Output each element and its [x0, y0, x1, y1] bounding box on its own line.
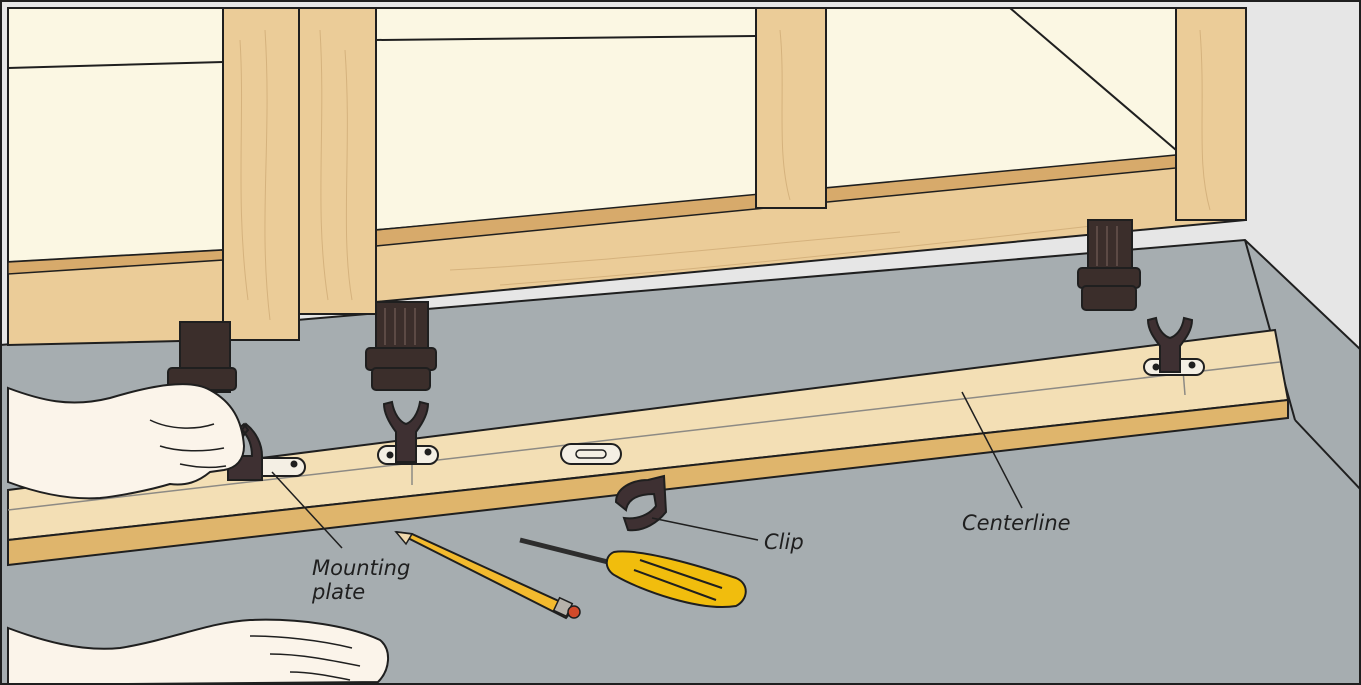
stile-center [756, 8, 826, 208]
pencil-eraser [568, 606, 580, 618]
leg-foot-right [1082, 286, 1136, 310]
cabinet-interior-middle [376, 8, 756, 230]
leveling-leg-icon [1078, 220, 1140, 310]
mounting-plate-loose [561, 444, 621, 464]
stile-right [1176, 8, 1246, 220]
mounting-plate-label-line1: Mounting [312, 556, 410, 580]
centerline-label: Centerline [962, 511, 1071, 535]
plate-hole [1189, 362, 1196, 369]
leg-foot-center [372, 368, 430, 390]
leg-body-center [376, 302, 428, 352]
plate-hole [291, 461, 298, 468]
plate-hole [425, 449, 432, 456]
stile-left-center [299, 8, 376, 314]
plate-hole [1153, 364, 1160, 371]
mounting-plate-label: Mounting plate [312, 556, 410, 604]
cabinet-interior-left [8, 8, 223, 270]
mounting-plate-label-line2: plate [312, 580, 410, 604]
plate-hole [387, 452, 394, 459]
mounting-plate-icon [561, 444, 621, 464]
clip-label: Clip [764, 530, 804, 554]
leveling-leg-icon [366, 302, 436, 390]
leg-body-right [1088, 220, 1132, 272]
stile-left [223, 8, 299, 340]
leg-collar-center [366, 348, 436, 370]
